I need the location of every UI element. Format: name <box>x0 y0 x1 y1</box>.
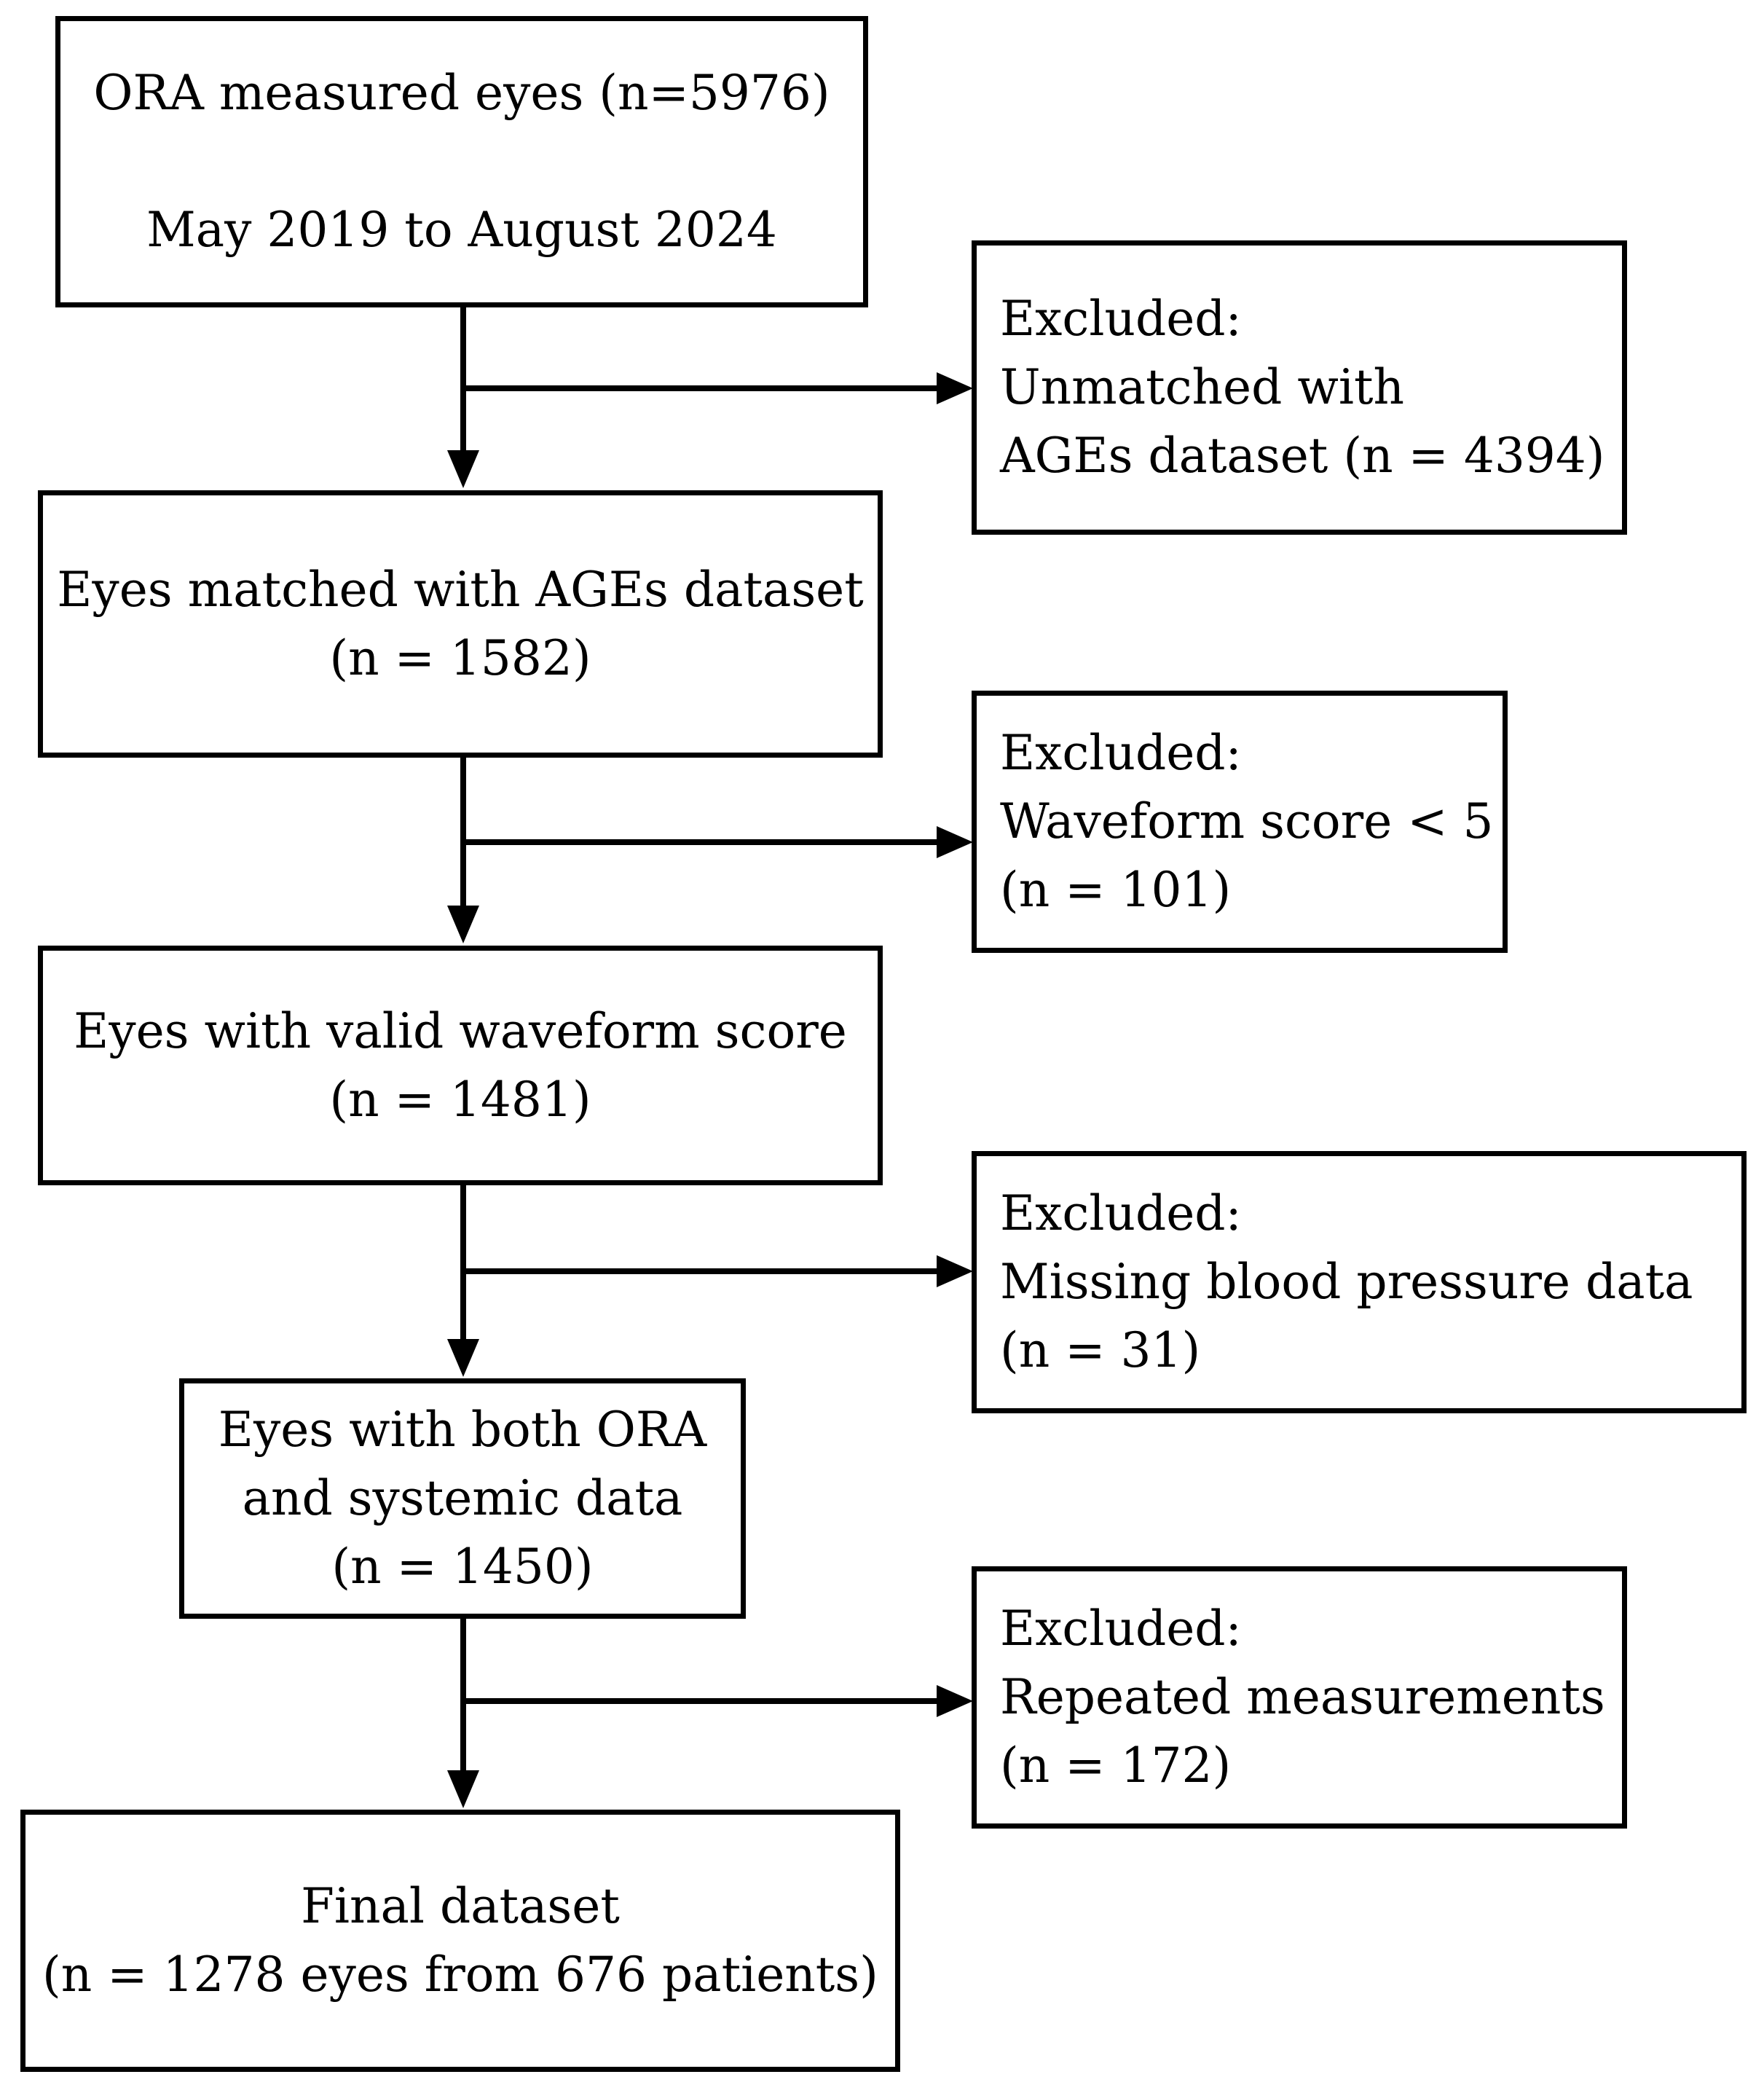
arrowhead-exclusion-2 <box>937 826 973 858</box>
box-line: Eyes matched with AGEs dataset <box>57 561 864 618</box>
box-line: (n = 101) <box>1000 862 1232 918</box>
box-line: (n = 1450) <box>331 1539 594 1595</box>
arrowhead-exclusion-4 <box>937 1685 973 1717</box>
box-line: (n = 1582) <box>329 629 591 686</box>
box-final-dataset: Final dataset (n = 1278 eyes from 676 pa… <box>20 1810 900 2072</box>
arrowhead-exclusion-1 <box>937 372 973 404</box>
box-line: Waveform score < 5 <box>1000 793 1494 849</box>
box-line: Eyes with valid waveform score <box>74 1002 847 1059</box>
box-line: Excluded: <box>1000 291 1242 347</box>
box-excluded-blood-pressure: Excluded: Missing blood pressure data (n… <box>972 1151 1747 1413</box>
box-excluded-unmatched: Excluded: Unmatched with AGEs dataset (n… <box>972 240 1627 535</box>
box-excluded-repeated: Excluded: Repeated measurements (n = 172… <box>972 1566 1627 1829</box>
box-excluded-waveform: Excluded: Waveform score < 5 (n = 101) <box>972 691 1508 953</box>
arrowhead-main-2 <box>447 906 479 943</box>
arrowhead-main-1 <box>447 450 479 488</box>
box-line: ORA measured eyes (n=5976) <box>93 65 830 121</box>
box-line: Final dataset <box>301 1878 620 1934</box>
box-line: Excluded: <box>1000 1601 1242 1657</box>
box-ora-and-systemic: Eyes with both ORA and systemic data (n … <box>179 1378 746 1619</box>
box-ora-measured-eyes: ORA measured eyes (n=5976) May 2019 to A… <box>55 16 868 307</box>
box-line: (n = 172) <box>1000 1738 1232 1794</box>
box-line: (n = 1278 eyes from 676 patients) <box>42 1947 878 2003</box>
arrowhead-main-3 <box>447 1339 479 1377</box>
box-line: (n = 1481) <box>329 1071 591 1128</box>
box-line: AGEs dataset (n = 4394) <box>1000 428 1605 484</box>
box-eyes-matched: Eyes matched with AGEs dataset (n = 1582… <box>38 490 883 758</box>
box-line: and systemic data <box>242 1470 683 1526</box>
box-line: (n = 31) <box>1000 1322 1201 1378</box>
box-line: Excluded: <box>1000 1185 1242 1241</box>
box-line: Repeated measurements <box>1000 1669 1605 1725</box>
arrowhead-main-4 <box>447 1770 479 1808</box>
box-line: Missing blood pressure data <box>1000 1254 1693 1310</box>
box-line: Eyes with both ORA <box>218 1402 707 1458</box>
box-line: Unmatched with <box>1000 359 1404 415</box>
arrowhead-exclusion-3 <box>937 1255 973 1287</box>
box-valid-waveform: Eyes with valid waveform score (n = 1481… <box>38 946 883 1185</box>
box-line: May 2019 to August 2024 <box>146 202 777 258</box>
box-line: Excluded: <box>1000 725 1242 781</box>
